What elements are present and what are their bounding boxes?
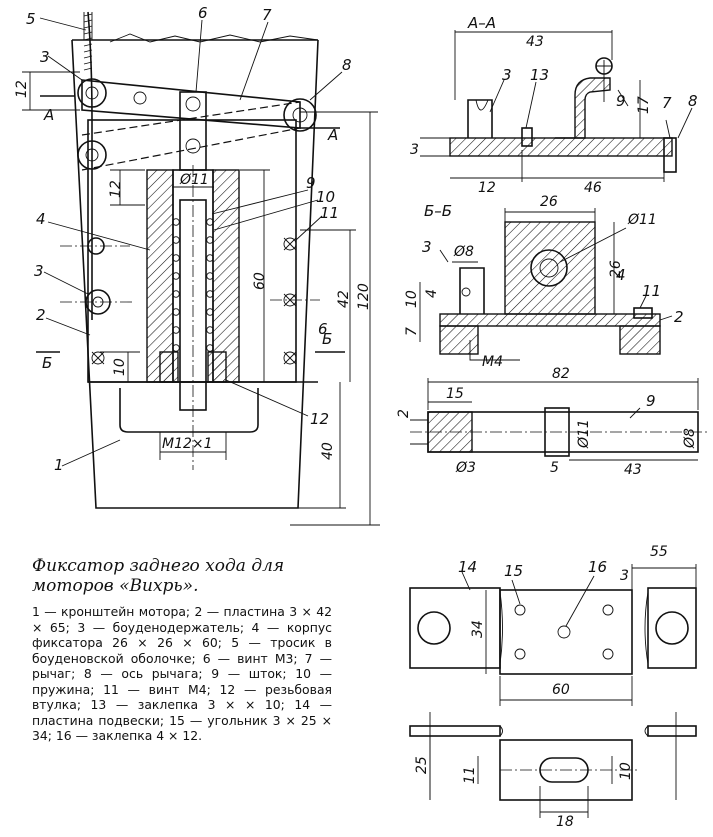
main-label-10: 10 [316, 188, 335, 206]
plate-label-16: 16 [588, 558, 607, 576]
rod-dim-d8: Ø8 [682, 428, 698, 449]
main-label-3b: 3 [34, 262, 44, 280]
plate-label-15: 15 [504, 562, 523, 580]
bb-dim-26-top: 26 [540, 194, 558, 210]
main-label-4: 4 [36, 210, 46, 228]
main-label-9: 9 [306, 174, 316, 192]
aa-dim-3: 3 [410, 142, 419, 158]
section-aa-labels: А–А 3 13 9 7 8 43 3 12 46 17 [410, 14, 698, 196]
plate-2 [87, 119, 297, 383]
plate-dim-34: 34 [470, 620, 486, 638]
section-bb-labels: Б–Б 3 4 11 2 26 Ø8 Ø11 26 4 10 7 М4 [404, 194, 684, 370]
dim-60: 60 [252, 272, 268, 290]
aa-label-13: 13 [530, 66, 549, 84]
rod-dim-d3: Ø3 [455, 460, 476, 476]
section-aa [420, 30, 693, 182]
plate-label-14: 14 [458, 558, 477, 576]
bb-dim-d11: Ø11 [627, 212, 657, 228]
fixator-body-left [146, 169, 174, 383]
fixator-body-right [212, 169, 240, 383]
bottom-dim-11: 11 [462, 766, 478, 784]
dim-12-mid: 12 [108, 180, 124, 198]
plate-dim-60: 60 [552, 682, 570, 698]
bb-dim-7: 7 [404, 327, 420, 336]
rod-view [410, 378, 710, 461]
caption-legend: 1 — кронштейн мотора; 2 — пластина 3 × 4… [32, 604, 332, 743]
section-mark-b-left: Б [42, 354, 52, 372]
section-mark-b-right: Б [322, 330, 332, 348]
main-label-6b: 6 [318, 320, 328, 338]
rod-label-9: 9 [646, 392, 656, 410]
dim-d11: Ø11 [179, 172, 209, 188]
section-mark-a-right: A [327, 126, 338, 144]
main-label-2: 2 [36, 306, 46, 324]
plate-dim-3: 3 [620, 568, 629, 584]
aa-dim-12: 12 [478, 180, 496, 196]
main-label-3: 3 [40, 48, 50, 66]
rod-view-labels: 9 82 15 2 Ø11 Ø8 Ø3 5 43 [396, 366, 698, 478]
dim-12-top: 12 [14, 80, 30, 98]
bb-dim-4: 4 [424, 289, 440, 298]
aa-dim-43: 43 [526, 34, 544, 50]
bb-label-4: 4 [616, 266, 626, 284]
section-aa-title: А–А [467, 14, 496, 32]
bottom-dim-18: 18 [556, 814, 574, 830]
section-bb [419, 208, 673, 361]
bb-dim-m4: М4 [482, 354, 503, 370]
bb-dim-d8: Ø8 [453, 244, 474, 260]
dim-120: 120 [356, 283, 372, 310]
main-view-labels: 5 6 7 3 8 9 10 11 4 3 2 6 12 1 A A Б Б 1… [14, 4, 372, 474]
dim-40: 40 [320, 442, 336, 460]
rod-dim-15: 15 [446, 386, 464, 402]
main-label-1: 1 [54, 456, 64, 474]
aa-dim-17: 17 [636, 96, 652, 114]
bottom-view-labels: 25 11 10 18 [414, 756, 634, 830]
bb-label-3: 3 [422, 238, 432, 256]
plate-view [409, 564, 697, 706]
caption-title: Фиксатор заднего хода для моторов «Вихрь… [32, 556, 285, 596]
main-label-11: 11 [320, 204, 339, 222]
rod-dim-d11: Ø11 [576, 419, 592, 449]
main-label-5: 5 [26, 10, 36, 28]
bb-dim-26-side: 26 [608, 260, 624, 278]
rod-dim-82: 82 [552, 366, 570, 382]
main-label-12: 12 [310, 410, 329, 428]
section-mark-a-left: A [43, 106, 54, 124]
main-view [22, 11, 380, 526]
main-label-8: 8 [342, 56, 352, 74]
section-bb-title: Б–Б [424, 202, 452, 220]
plate-view-labels: 14 15 16 55 3 34 60 [458, 544, 668, 698]
rod-dim-2: 2 [396, 409, 412, 418]
bottom-dim-10: 10 [618, 762, 634, 780]
bottom-view [409, 712, 697, 818]
bb-dim-10: 10 [404, 290, 420, 308]
figure-caption: Фиксатор заднего хода для моторов «Вихрь… [32, 556, 332, 744]
aa-label-7: 7 [662, 94, 672, 112]
rod-dim-5: 5 [550, 460, 559, 476]
aa-dim-46: 46 [584, 180, 602, 196]
bb-label-2: 2 [674, 308, 684, 326]
dim-10: 10 [112, 358, 128, 376]
plate-dim-55: 55 [650, 544, 668, 560]
bb-label-11: 11 [642, 282, 661, 300]
rod-dim-43: 43 [624, 462, 642, 478]
main-label-6: 6 [198, 4, 208, 22]
aa-label-3: 3 [502, 66, 512, 84]
bottom-dim-25: 25 [414, 756, 430, 774]
aa-label-8: 8 [688, 92, 698, 110]
aa-label-9: 9 [616, 92, 626, 110]
main-label-7: 7 [262, 6, 272, 24]
dim-42: 42 [336, 290, 352, 308]
dim-m12: М12×1 [162, 436, 213, 452]
